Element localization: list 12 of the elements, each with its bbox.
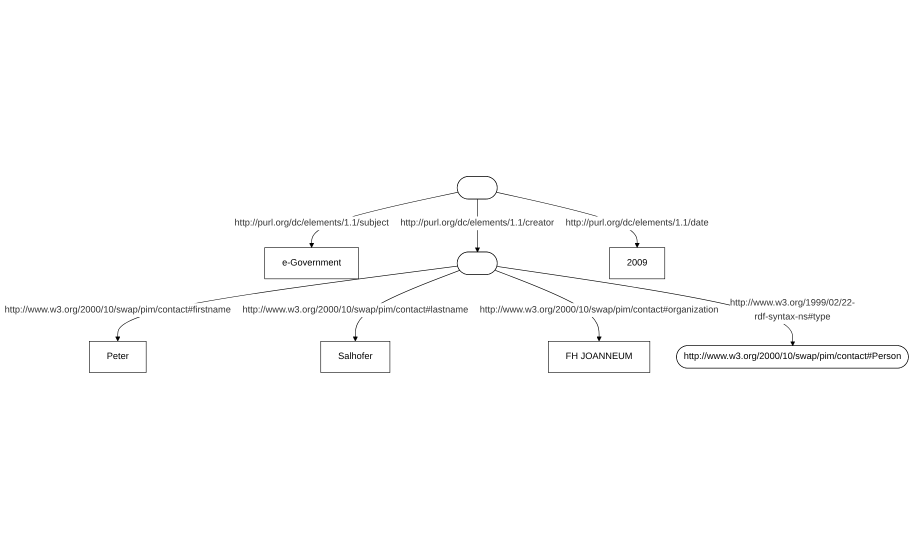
node-box: Peter [89,341,146,373]
edge-label: http://www.w3.org/2000/10/swap/pim/contact#lastname [242,304,468,315]
node-box: 2009 [609,247,666,280]
node-box: FH JOANNEUM [548,341,650,373]
edge-label: http://purl.org/dc/elements/1.1/date [566,218,709,228]
edge-label: http://purl.org/dc/elements/1.1/creator [400,218,554,228]
edge-label: http://purl.org/dc/elements/1.1/subject [234,218,389,228]
node-box: e-Government [264,247,359,280]
edge-label: http://www.w3.org/1999/02/22-rdf-syntax-ns#type [730,298,855,322]
edge-label: http://www.w3.org/2000/10/swap/pim/contact#firstname [4,304,231,315]
edge-label: http://www.w3.org/2000/10/swap/pim/contact#organization [480,304,718,315]
node-box: Salhofer [320,341,390,373]
